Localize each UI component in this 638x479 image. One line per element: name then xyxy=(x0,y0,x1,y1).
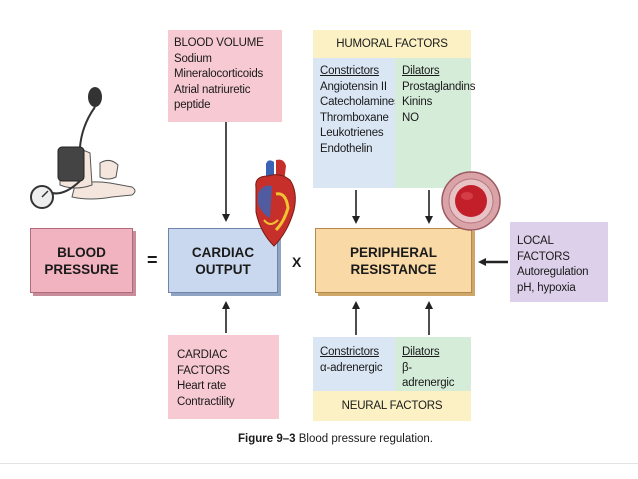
humoral-constrictors-column: Constrictors Angiotensin II Catecholamin… xyxy=(313,58,400,188)
neural-constrictor-item: α-adrenergic xyxy=(320,361,383,374)
cardiac-output-line1: CARDIAC xyxy=(191,244,255,260)
bottom-divider xyxy=(0,463,638,464)
peripheral-resistance-line2: RESISTANCE xyxy=(350,261,437,277)
humoral-dilators-label: Dilators xyxy=(402,65,440,77)
equals-sign: = xyxy=(147,250,158,270)
humoral-dilators-column: Dilators Prostaglandins Kinins NO xyxy=(395,58,476,188)
humoral-constrictor-item: Leukotrienes xyxy=(320,127,384,139)
cardiac-output-line2: OUTPUT xyxy=(195,261,251,277)
cardiac-factors-title: CARDIAC FACTORS xyxy=(177,349,230,377)
blood-volume-item: Mineralocorticoids xyxy=(174,68,264,80)
neural-constrictors-column: Constrictors α-adrenergic xyxy=(313,337,395,391)
humoral-constrictor-item: Catecholamines xyxy=(320,96,400,108)
blood-volume-item: Atrial natriuretic peptide xyxy=(174,83,251,112)
peripheral-resistance-box: PERIPHERAL RESISTANCE xyxy=(315,228,472,293)
blood-volume-title: BLOOD VOLUME xyxy=(174,37,264,49)
blood-pressure-cuff-icon xyxy=(20,85,145,220)
neural-dilator-item: β-adrenergic xyxy=(402,361,455,390)
humoral-dilator-item: NO xyxy=(402,111,419,124)
humoral-dilator-item: Prostaglandins xyxy=(402,80,476,93)
figure-caption: Figure 9–3 Blood pressure regulation. xyxy=(238,433,433,445)
cardiac-factors-box: CARDIAC FACTORS Heart rate Contractility xyxy=(168,335,279,419)
heart-icon xyxy=(248,158,300,250)
neural-dilators-label: Dilators xyxy=(402,346,440,358)
neural-constrictors-label: Constrictors xyxy=(320,346,379,358)
cardiac-factors-item: Heart rate xyxy=(177,380,227,392)
blood-volume-box: BLOOD VOLUME Sodium Mineralocorticoids A… xyxy=(168,30,282,122)
blood-volume-item: Sodium xyxy=(174,52,212,65)
local-factors-item: Autoregulation xyxy=(517,266,589,278)
cardiac-output-box: CARDIAC OUTPUT xyxy=(168,228,278,293)
local-factors-box: LOCAL FACTORS Autoregulation pH, hypoxia xyxy=(510,222,608,302)
blood-pressure-line2: PRESSURE xyxy=(44,261,119,277)
humoral-constrictor-item: Angiotensin II xyxy=(320,80,387,93)
peripheral-resistance-line1: PERIPHERAL xyxy=(349,244,437,260)
humoral-factors-box: HUMORAL FACTORS Constrictors Angiotensin… xyxy=(313,30,476,188)
local-factors-title: LOCAL FACTORS xyxy=(517,235,570,263)
humoral-constrictors-label: Constrictors xyxy=(320,65,379,77)
neural-factors-box: Constrictors α-adrenergic Dilators β-adr… xyxy=(313,337,471,421)
neural-title: NEURAL FACTORS xyxy=(313,391,471,421)
neural-dilators-column: Dilators β-adrenergic xyxy=(395,337,471,391)
local-factors-item: pH, hypoxia xyxy=(517,281,576,294)
figure-caption-text: Blood pressure regulation. xyxy=(298,433,433,445)
blood-pressure-line1: BLOOD xyxy=(57,244,106,260)
figure-number: Figure 9–3 xyxy=(238,433,296,445)
humoral-constrictor-item: Thromboxane xyxy=(320,111,389,124)
blood-vessel-icon xyxy=(440,170,502,232)
cardiac-factors-item: Contractility xyxy=(177,395,235,408)
multiply-sign: X xyxy=(292,254,302,270)
humoral-constrictor-item: Endothelin xyxy=(320,142,373,155)
humoral-dilator-item: Kinins xyxy=(402,96,433,108)
blood-pressure-box: BLOOD PRESSURE xyxy=(30,228,133,293)
humoral-title: HUMORAL FACTORS xyxy=(313,30,471,58)
